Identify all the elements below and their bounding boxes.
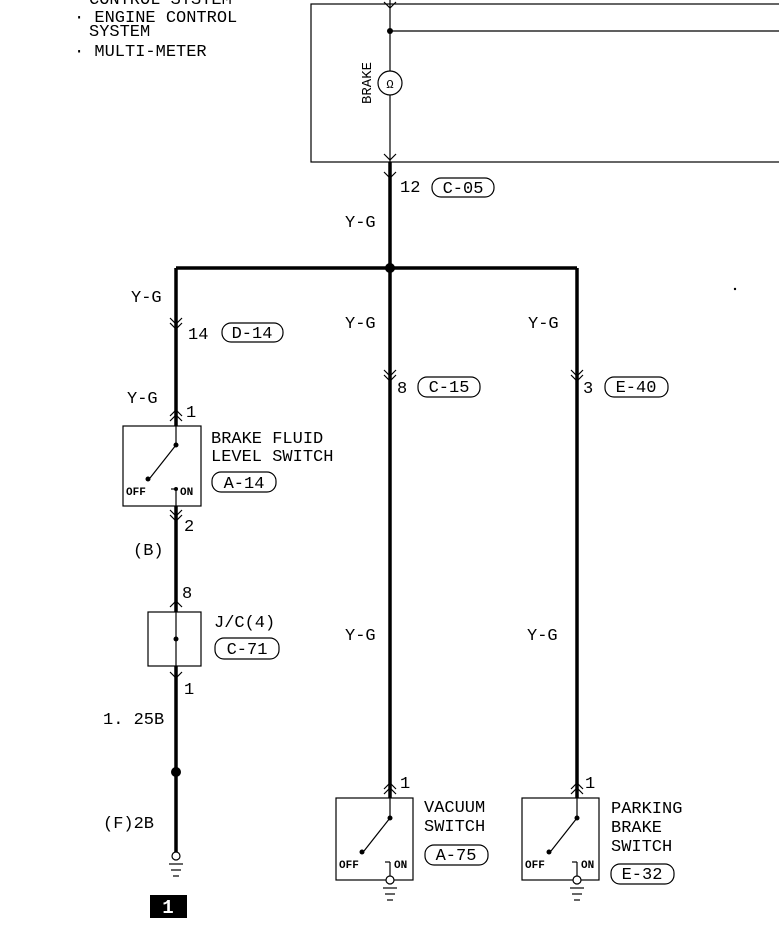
wire-f2b: (F)2B [103,815,154,834]
wire-125b: 1. 25B [103,711,164,730]
brake-label: BRAKE [360,62,376,104]
wire-color-right: Y-G [528,315,559,334]
connector-a14: A-14 [224,475,265,494]
connector-e32: E-32 [622,866,663,885]
note-control-system: CONTROL SYSTEM [89,0,232,10]
vacuum-title-1: VACUUM [424,799,485,818]
switch-icon [149,444,177,479]
parking-title-3: SWITCH [611,838,672,857]
ground-icon [570,875,584,901]
connector-e40: E-40 [616,379,657,398]
e40-pin: 3 [583,380,593,399]
on-label: ON [581,860,594,872]
ground-ref-badge [150,895,187,918]
bf-pin-2: 2 [184,518,194,537]
wire-color-right-lower: Y-G [527,627,558,646]
vacuum-pin: 1 [400,775,410,794]
wire-color-mid: Y-G [345,315,376,334]
jc-label: J/C(4) [214,614,275,633]
note-multi-meter: · MULTI-METER [74,43,207,62]
note-engine-control: · ENGINE CONTROL [74,9,237,28]
joint-connector [147,611,202,667]
parking-title-2: BRAKE [611,819,662,838]
vacuum-title-2: SWITCH [424,818,485,837]
ground-ref-number: 1 [162,897,173,919]
note-system: SYSTEM [89,23,150,42]
connector-c71: C-71 [227,641,268,660]
parking-pin: 1 [585,775,595,794]
c05-pin: 12 [400,179,420,198]
brake-warning-lamp-icon [377,70,403,96]
jc-pin-1: 1 [184,681,194,700]
off-label: OFF [339,860,359,872]
svg-text:Ω: Ω [386,78,393,92]
off-label: OFF [525,860,545,872]
wire-b: (B) [133,542,164,561]
brake-fluid-level-switch: OFF ON [122,425,202,507]
ground-icon [169,851,183,877]
bf-title-2: LEVEL SWITCH [211,448,333,467]
wires [171,162,737,852]
combination-meter: Ω BRAKE [310,0,779,163]
wire-color-left-pin: Y-G [127,390,158,409]
wire-color-left: Y-G [131,289,162,308]
system-notes: CONTROL SYSTEM · ENGINE CONTROL SYSTEM ·… [74,0,237,62]
parking-title-1: PARKING [611,800,682,819]
connector-d14: D-14 [232,325,273,344]
parking-brake-switch: OFF ON [521,797,600,901]
bf-title-1: BRAKE FLUID [211,430,323,449]
on-label: ON [180,487,193,499]
jc-pin-8: 8 [182,585,192,604]
bf-pin-1: 1 [186,404,196,423]
d14-pin: 14 [188,326,208,345]
connector-c15: C-15 [429,379,470,398]
vacuum-switch: OFF ON [335,797,414,901]
wire-color-main: Y-G [345,214,376,233]
connector-c05: C-05 [443,180,484,199]
connector-a75: A-75 [436,847,477,866]
off-label: OFF [126,487,146,499]
ground-icon [383,875,397,901]
wire-color-mid-lower: Y-G [345,627,376,646]
c15-pin: 8 [397,380,407,399]
on-label: ON [394,860,407,872]
